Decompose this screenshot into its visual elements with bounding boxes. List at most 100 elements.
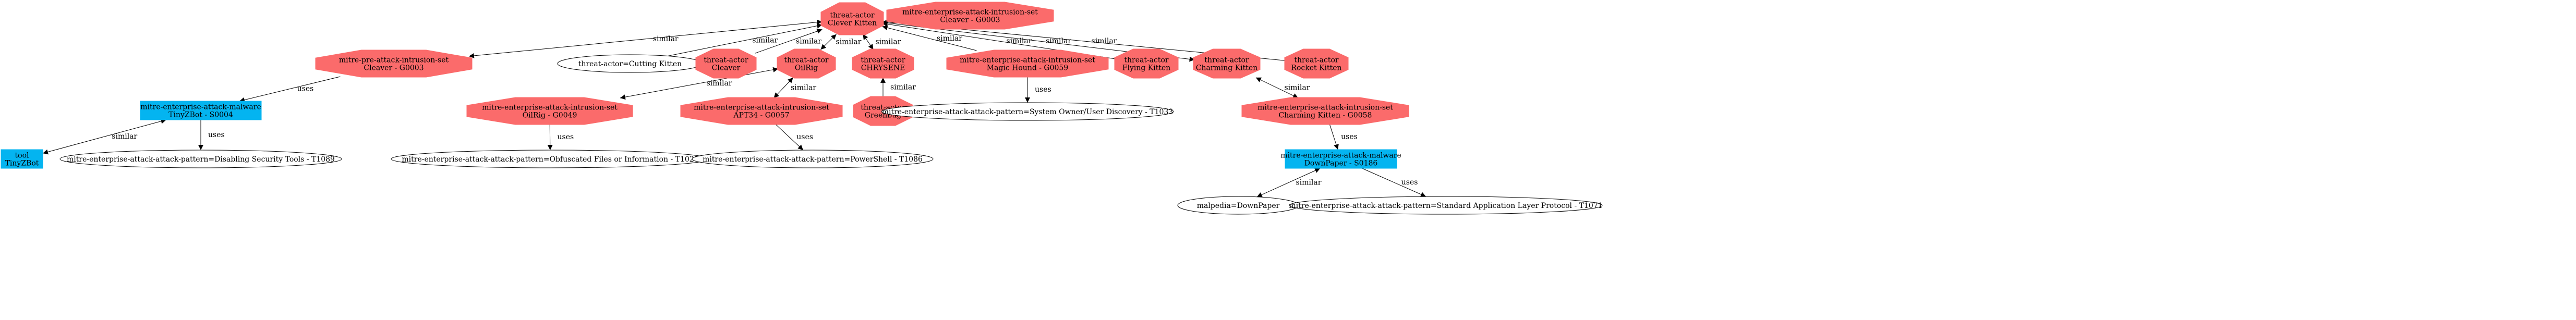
node-disabling-tools[interactable]: mitre-enterprise-attack-attack-pattern=D…: [59, 150, 342, 168]
ellipse-shape: [59, 150, 342, 168]
node-type-label: mitre-enterprise-attack-intrusion-set: [960, 56, 1095, 65]
octagon-shape: [946, 50, 1109, 78]
octagon-shape: [777, 48, 836, 79]
edge-label: similar: [1007, 37, 1032, 45]
node-type-label: mitre-enterprise-attack-intrusion-set: [902, 8, 1038, 17]
octagon-shape: [1284, 48, 1349, 79]
node-name-label: Cleaver: [712, 64, 741, 72]
edge-label: similar: [1284, 83, 1310, 92]
edge-charming_set-to-downpaper_malware: uses: [1329, 124, 1358, 150]
edge-clever_kitten-to-cutting_kitten: similar: [667, 23, 823, 56]
node-type-label: threat-actor: [1124, 56, 1169, 65]
node-name-label: Cleaver - G0003: [940, 16, 1000, 24]
node-name-label: Charming Kitten - G0058: [1279, 112, 1372, 120]
edge-ta_chrysene-to-greenbug: similar: [880, 77, 916, 97]
node-name-label: APT34 - G0057: [733, 112, 789, 120]
edge-label: similar: [791, 83, 816, 92]
node-apt34-set[interactable]: mitre-enterprise-attack-intrusion-setAPT…: [680, 97, 843, 125]
edge-label: similar: [1046, 37, 1071, 45]
edge-label: similar: [890, 83, 916, 92]
ellipse-shape: [1289, 196, 1603, 215]
node-type-label: threat-actor: [784, 56, 829, 65]
node-powershell[interactable]: mitre-enterprise-attack-attack-pattern=P…: [692, 150, 934, 168]
node-magic-hound[interactable]: mitre-enterprise-attack-intrusion-setMag…: [946, 50, 1109, 78]
edge-line: [863, 34, 874, 50]
node-type-label: mitre-pre-attack-intrusion-set: [339, 56, 449, 65]
edge-label: similar: [1092, 37, 1117, 45]
edge-line: [775, 124, 804, 151]
node-tinyzbot-malware[interactable]: mitre-enterprise-attack-malwareTinyZBot …: [140, 101, 262, 120]
octagon-shape: [820, 2, 884, 35]
edge-label: similar: [707, 79, 732, 88]
edge-label: uses: [796, 133, 813, 141]
node-name-label: Cleaver - G0003: [364, 64, 424, 72]
node-cutting-kitten[interactable]: threat-actor=Cutting Kitten: [557, 54, 703, 73]
edge-charming_kitten-to-charming_set: similar: [1255, 77, 1310, 99]
node-system-owner[interactable]: mitre-enterprise-attack-attack-pattern=S…: [881, 102, 1174, 121]
node-downpaper-malware[interactable]: mitre-enterprise-attack-malwareDownPaper…: [1280, 149, 1401, 169]
node-type-label: mitre-enterprise-attack-intrusion-set: [1257, 104, 1393, 112]
node-type-label: mitre-enterprise-attack-malware: [140, 103, 261, 112]
edge-line: [820, 34, 837, 50]
node-type-label: threat-actor: [861, 56, 905, 65]
edges-layer: similar similar similar similar similar simil…: [42, 19, 1426, 198]
node-name-label: DownPaper - S0186: [1304, 159, 1378, 168]
edge-line: [773, 77, 793, 99]
edge-downpaper_malware-to-malpedia_downpaper: similar: [1256, 168, 1322, 198]
node-malpedia-downpaper[interactable]: malpedia=DownPaper: [1177, 196, 1299, 215]
node-type-label: threat-actor: [1204, 56, 1249, 65]
node-name-label: malpedia=DownPaper: [1197, 202, 1280, 210]
node-name-label: Rocket Kitten: [1291, 64, 1341, 72]
node-name-label: TinyZBot - S0004: [168, 111, 233, 119]
node-app-layer[interactable]: mitre-enterprise-attack-attack-pattern=S…: [1289, 196, 1603, 215]
node-obfuscated[interactable]: mitre-enterprise-attack-attack-pattern=O…: [391, 150, 710, 168]
octagon-shape: [315, 50, 473, 78]
edge-label: similar: [836, 38, 862, 46]
edge-label: similar: [752, 36, 778, 45]
node-name-label: mitre-enterprise-attack-attack-pattern=O…: [402, 155, 698, 164]
edge-label: uses: [1401, 178, 1418, 187]
edge-line: [1362, 168, 1426, 197]
edge-label: uses: [297, 84, 314, 93]
edge-downpaper_malware-to-app_layer: uses: [1362, 168, 1426, 197]
edge-line: [42, 118, 166, 155]
node-type-label: tool: [15, 152, 29, 160]
node-oilrig-set[interactable]: mitre-enterprise-attack-intrusion-setOil…: [466, 97, 633, 125]
node-type-label: threat-actor: [704, 56, 748, 65]
edge-clever_kitten-to-ta_oilrig: similar: [820, 34, 862, 50]
edge-label: similar: [937, 34, 962, 43]
edge-tinyzbot_malware-to-disabling_tools: uses: [198, 120, 225, 150]
node-name-label: mitre-enterprise-attack-attack-pattern=S…: [1289, 202, 1602, 210]
octagon-shape: [1241, 97, 1409, 125]
edge-label: similar: [796, 37, 821, 45]
node-name-label: threat-actor=Cutting Kitten: [578, 60, 682, 68]
node-name-label: Charming Kitten: [1196, 64, 1257, 72]
edge-ta_oilrig-to-apt34_set: similar: [773, 77, 816, 99]
edge-apt34_set-to-powershell: uses: [775, 124, 813, 151]
edge-line: [620, 67, 779, 100]
node-name-label: TinyZBot: [5, 159, 39, 168]
octagon-shape: [1193, 48, 1261, 79]
box-shape: [140, 101, 262, 120]
node-type-label: mitre-enterprise-attack-intrusion-set: [694, 104, 829, 112]
node-type-label: mitre-enterprise-attack-malware: [1280, 152, 1401, 160]
edge-label: similar: [1296, 178, 1321, 187]
octagon-shape: [680, 97, 843, 125]
edge-line: [239, 76, 341, 103]
node-name-label: mitre-enterprise-attack-attack-pattern=P…: [703, 155, 923, 164]
octagon-shape: [1114, 48, 1179, 79]
edge-tinyzbot_malware-to-tool_tinyzbot: similar: [42, 118, 166, 155]
edge-label: similar: [653, 35, 679, 43]
node-cleaver-set-top[interactable]: mitre-enterprise-attack-intrusion-setCle…: [886, 2, 1054, 30]
node-name-label: mitre-enterprise-attack-attack-pattern=S…: [882, 108, 1174, 116]
node-charming-set[interactable]: mitre-enterprise-attack-intrusion-setCha…: [1241, 97, 1409, 125]
